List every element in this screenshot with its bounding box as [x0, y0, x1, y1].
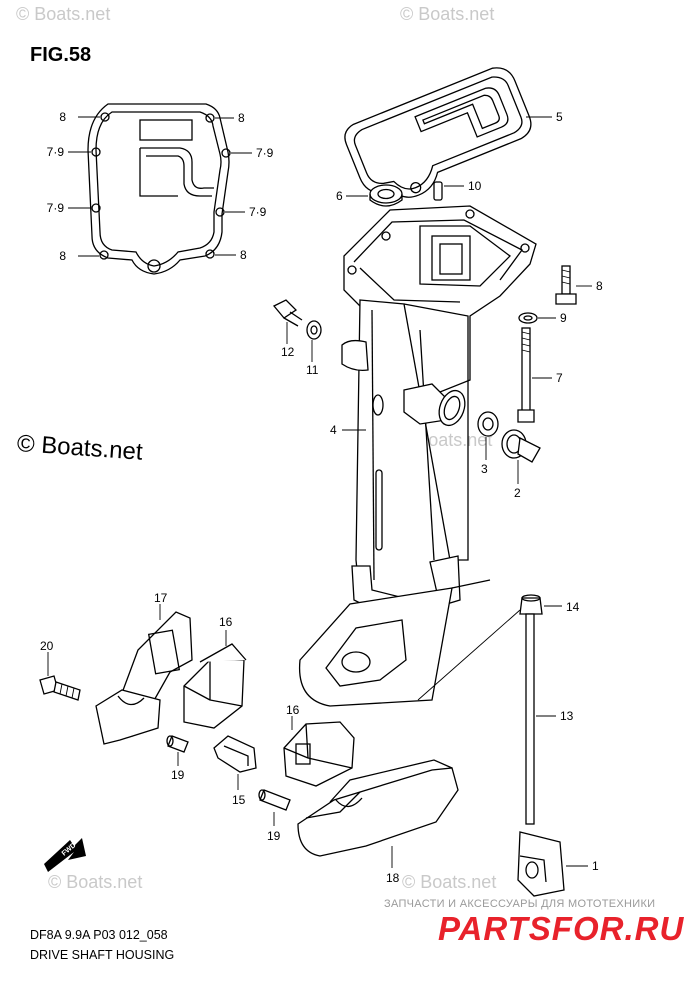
- callout-15: 15: [232, 793, 246, 807]
- mount-part-16-top-drawing: [183, 630, 247, 729]
- branding-logo: PARTSFOR.RU: [438, 910, 685, 947]
- dowel-pin-part-10-drawing: [433, 181, 464, 201]
- diagram-code: DF8A 9.9A P03 012_058: [30, 928, 168, 942]
- callout-gasket-7-9-left-upper: 7·9: [47, 145, 65, 159]
- callout-gasket-7-9-right-upper: 7·9: [256, 146, 274, 160]
- watermark-top-left: © Boats.net: [16, 4, 111, 24]
- callout-14: 14: [566, 600, 580, 614]
- washer-part-9-drawing: [518, 312, 556, 324]
- callout-10: 10: [468, 179, 482, 193]
- callout-16-bottom: 16: [286, 703, 300, 717]
- callout-17: 17: [154, 591, 168, 605]
- grommet-part-14-drawing: [519, 594, 562, 615]
- clip-part-15-drawing: [213, 735, 257, 790]
- plug-part-2-drawing: [501, 429, 541, 484]
- callout-13: 13: [560, 709, 574, 723]
- callout-11: 11: [306, 363, 319, 377]
- watermark-bottom-left: © Boats.net: [48, 872, 143, 892]
- bolt-part-20-drawing: [39, 652, 81, 701]
- oil-seal-part-6-drawing: [346, 184, 403, 207]
- forward-direction-arrow: FWD: [44, 838, 86, 872]
- watermark-bottom-right: © Boats.net: [402, 872, 497, 892]
- callout-20: 20: [40, 639, 54, 653]
- callout-19-left: 19: [171, 768, 185, 782]
- gasket-part-11-drawing: [306, 320, 322, 362]
- callout-7: 7: [556, 371, 563, 385]
- callout-2: 2: [514, 486, 521, 500]
- bolt-part-8-drawing: [555, 265, 592, 305]
- bolt-part-7-drawing: [517, 327, 552, 423]
- mount-part-16-bottom-drawing: [283, 716, 355, 787]
- callout-gasket-7-9-right-lower: 7·9: [249, 205, 267, 219]
- callout-3: 3: [481, 462, 488, 476]
- grommet-part-1-drawing: [517, 831, 588, 897]
- diagram-subtitle: DRIVE SHAFT HOUSING: [30, 948, 175, 962]
- callout-gasket-8-bottom-left: 8: [59, 249, 66, 263]
- pin-part-19-bottom-drawing: [258, 789, 291, 826]
- figure-title: FIG.58: [30, 44, 92, 66]
- callout-gasket-8-top-right: 8: [238, 111, 245, 125]
- callout-gasket-7-9-left-lower: 7·9: [47, 201, 65, 215]
- watermark-top-right: © Boats.net: [400, 4, 495, 24]
- cover-part-18-drawing: [297, 759, 459, 868]
- plug-part-12-drawing: [272, 299, 303, 344]
- branding-tagline: ЗАПЧАСТИ И АКСЕССУАРЫ ДЛЯ МОТОТЕХНИКИ: [384, 898, 656, 910]
- callout-gasket-8-bottom-right: 8: [240, 248, 247, 262]
- callout-6: 6: [336, 189, 343, 203]
- callout-4: 4: [330, 423, 337, 437]
- gasket-part-5-drawing: [344, 67, 532, 198]
- pin-part-19-left-drawing: [166, 735, 189, 766]
- callout-16-top: 16: [219, 615, 233, 629]
- callout-19-bottom: 19: [267, 829, 281, 843]
- callout-9: 9: [560, 311, 567, 325]
- gasket-part-3-drawing: [477, 411, 499, 460]
- callout-gasket-8-top-left: 8: [59, 110, 66, 124]
- water-pipe-part-13-drawing: [525, 613, 556, 825]
- callout-12: 12: [281, 345, 295, 359]
- callout-5: 5: [556, 110, 563, 124]
- callout-8: 8: [596, 279, 603, 293]
- callout-18: 18: [386, 871, 400, 885]
- bracket-part-17-drawing: [95, 604, 193, 745]
- gasket-detail-drawing: [68, 103, 252, 275]
- callout-1: 1: [592, 859, 599, 873]
- drive-shaft-housing-part-4-drawing: [298, 205, 537, 707]
